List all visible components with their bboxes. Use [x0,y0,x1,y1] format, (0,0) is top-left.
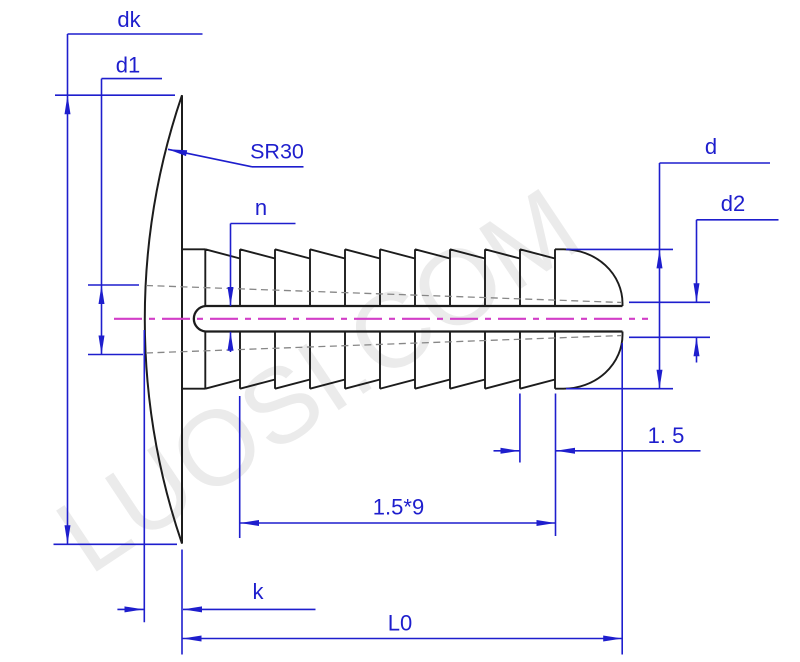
svg-text:n: n [255,195,267,220]
svg-text:d: d [705,134,717,159]
svg-text:dk: dk [117,7,141,32]
svg-text:d2: d2 [721,191,745,216]
svg-text:d1: d1 [116,53,140,78]
svg-text:k: k [253,579,265,604]
svg-text:1.5*9: 1.5*9 [373,495,424,520]
svg-text:1. 5: 1. 5 [648,423,685,448]
svg-text:SR30: SR30 [250,140,304,164]
svg-text:L0: L0 [388,610,412,635]
